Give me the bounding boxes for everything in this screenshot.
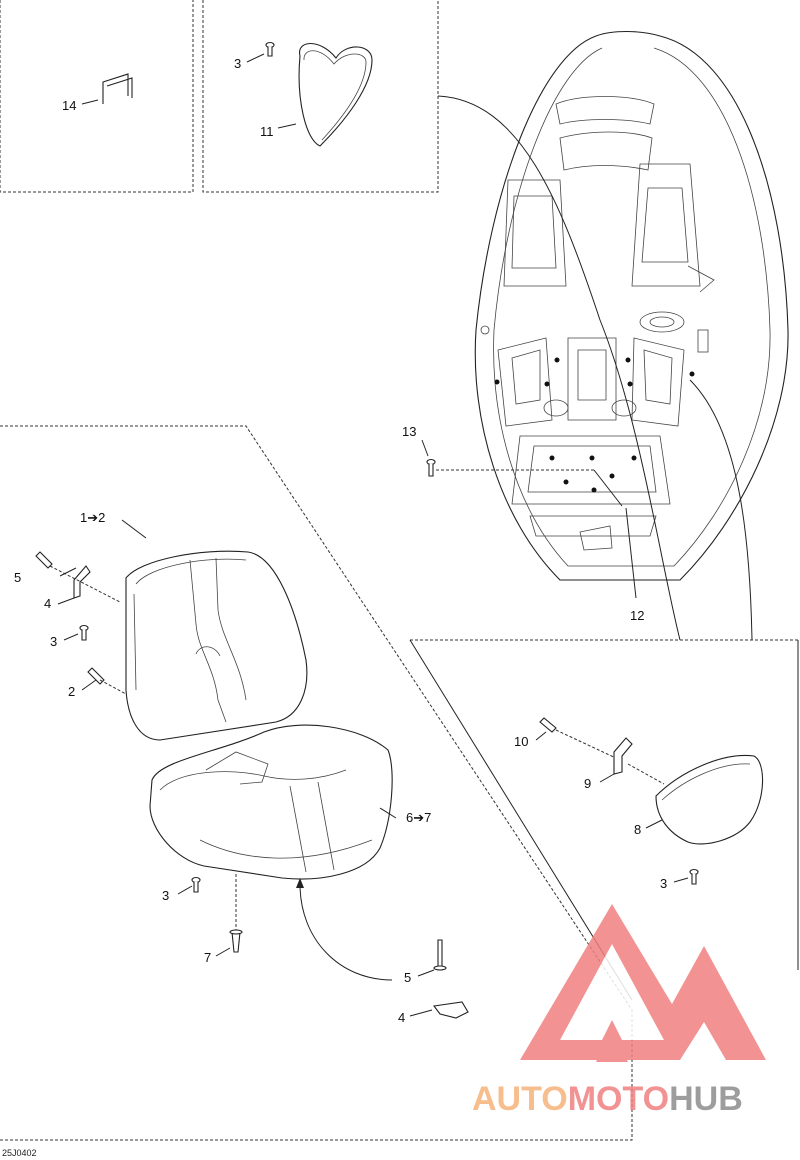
callout-11: 11 [260, 124, 274, 139]
callout-3: 3 [234, 56, 241, 71]
watercraft-hull [474, 31, 789, 581]
callout-3: 3 [50, 634, 57, 649]
inset-box-clip [0, 0, 194, 193]
callout-3: 3 [660, 876, 667, 891]
bracket-icon [613, 737, 633, 775]
push-rivet-icon [539, 717, 557, 733]
callout-4: 4 [398, 1010, 405, 1025]
inset-box-pad [202, 0, 439, 193]
callout-10: 10 [514, 734, 528, 749]
push-rivet-icon [35, 551, 53, 569]
watermark-part-hub: HUB [669, 1080, 743, 1118]
watermark-logo: AUTOMOTOHUB [472, 904, 766, 1118]
callout-14: 14 [62, 98, 76, 113]
screw-icon [79, 624, 89, 641]
watermark-part-auto: AUTO [472, 1080, 568, 1118]
screw-icon [426, 458, 436, 477]
callout-5: 5 [14, 570, 21, 585]
screw-icon [689, 868, 699, 885]
callout-12: 12 [630, 608, 644, 623]
screw-icon [265, 41, 275, 57]
push-rivet-icon [87, 667, 105, 685]
callout-3: 3 [162, 888, 169, 903]
callout-5: 5 [404, 970, 411, 985]
seat-cushion [149, 724, 393, 880]
callout-1-to-2: 1➔2 [80, 510, 105, 525]
callout-9: 9 [584, 776, 591, 791]
push-rivet-icon [229, 929, 243, 953]
backrest [125, 550, 308, 741]
svg-text:AUTOMOTOHUB: AUTOMOTOHUB [472, 1080, 743, 1118]
callout-4: 4 [44, 596, 51, 611]
callout-13: 13 [402, 424, 416, 439]
side-pad [655, 754, 764, 845]
screw-icon [191, 876, 201, 893]
bracket-icon [433, 1001, 469, 1019]
callout-6-to-7: 6➔7 [406, 810, 431, 825]
callout-2: 2 [68, 684, 75, 699]
watermark-part-moto: MOTO [568, 1080, 669, 1118]
push-rivet-icon [433, 939, 447, 971]
callout-8: 8 [634, 822, 641, 837]
drawing-code: 25J0402 [2, 1148, 37, 1158]
callout-7: 7 [204, 950, 211, 965]
